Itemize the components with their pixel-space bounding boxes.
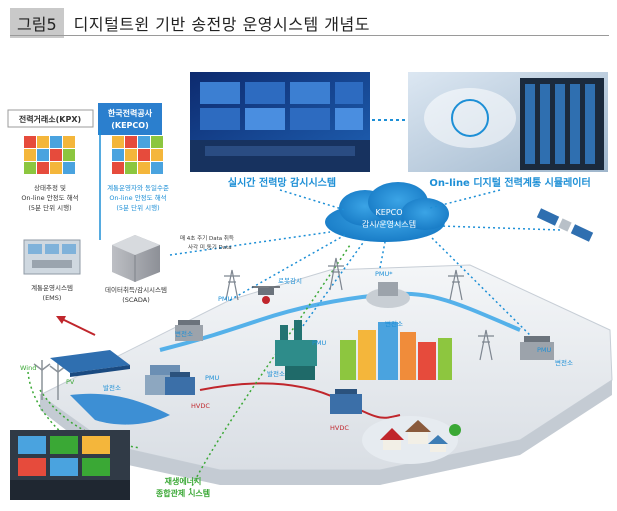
solar-panel-icon (50, 350, 130, 377)
power-plant-icon (275, 320, 317, 380)
monitoring-center-image (190, 72, 370, 172)
kpx-label: 전력거래소(KPX) (19, 114, 81, 124)
city-buildings (340, 322, 452, 380)
substation-label-2: 변전소 (385, 319, 403, 328)
data-note-2: 사각 미 동기 Data (188, 243, 232, 251)
pv-label: PV (66, 378, 75, 386)
figure-title: 그림5 디지털트윈 기반 송전망 운영시스템 개념도 (10, 8, 370, 38)
substation-icon-left (175, 320, 203, 341)
renewable-label-1: 재생에너지 (165, 476, 202, 486)
ems-label-2: (EMS) (43, 294, 62, 302)
figure-label: 그림5 (10, 8, 64, 38)
hvdc-station-icon-right (330, 389, 362, 414)
renewable-control-room-image (10, 430, 130, 500)
red-arrow (59, 317, 96, 336)
substation-label-1: 변전소 (175, 329, 193, 338)
robot-label: 로봇감시 (278, 277, 302, 285)
river (70, 393, 170, 425)
drone-icon (252, 286, 280, 304)
data-note-1: 매 4초 주기 Data 취득 (180, 234, 234, 242)
renewable-label-2: 종합관제 시스템 (156, 488, 210, 498)
substation-label-3: 변전소 (555, 358, 573, 367)
kpx-desc-1: 상태추정 및 (34, 183, 66, 192)
simulator-image (408, 72, 608, 172)
kpx-puzzle-icon (24, 136, 75, 174)
cloud-label-2: 감시/운영시스템 (362, 219, 416, 229)
plant-label-1: 발전소 (267, 369, 285, 378)
kepco-box (98, 103, 162, 135)
pmu-label-1: PMU (218, 295, 233, 303)
renewable-links (27, 244, 351, 491)
simulator-caption: On-line 디지털 전력계통 시뮬레이터 (429, 176, 590, 189)
village-houses (380, 420, 461, 452)
plant-label-2: 발전소 (103, 383, 121, 392)
hvdc-station-icon-left (165, 372, 195, 395)
pmu-label-3: PMU (205, 374, 220, 382)
cloud-links (169, 189, 561, 346)
kepco-cloud (325, 182, 449, 242)
scada-icon (112, 235, 160, 282)
kepco-desc-1: 계통운영자와 동일수준 (107, 183, 169, 192)
figure-title-text: 디지털트윈 기반 송전망 운영시스템 개념도 (73, 15, 370, 34)
substation-icon-right (520, 336, 554, 360)
scada-label-1: 데이터취득/감시시스템 (105, 285, 167, 294)
ground-edge (40, 380, 612, 485)
monitor-caption: 실시간 전력망 감시시스템 (228, 176, 336, 189)
kpx-desc-2: On-line 안정도 해석 (21, 193, 78, 202)
title-rule (10, 35, 609, 36)
kepco-label-2: (KEPCO) (111, 121, 149, 130)
kepco-desc-2: On-line 안정도 해석 (109, 193, 166, 202)
substation-icon-center (366, 282, 410, 308)
hvdc-label-2: HVDC (330, 424, 349, 432)
pmu-star-label: PMU* (375, 270, 393, 278)
kpx-box (7, 109, 94, 128)
transmission-tower-icons (224, 257, 494, 361)
red-arrow-head (56, 316, 66, 324)
hvdc-label-1: HVDC (191, 402, 210, 410)
ems-icon (23, 239, 81, 275)
pmu-label-2: PMU (312, 339, 327, 347)
wind-label: Wind (20, 364, 36, 372)
kpx-desc-3: (5분 단위 시행) (28, 203, 71, 212)
satellite-icon (536, 208, 594, 242)
kepco-label-1: 한국전력공사 (108, 108, 153, 118)
ems-label-1: 계통운영시스템 (31, 283, 73, 292)
kepco-puzzle-icon (112, 136, 163, 174)
transmission-line (159, 291, 521, 352)
scada-label-2: (SCADA) (122, 296, 150, 304)
kepco-desc-3: (5분 단위 시행) (116, 203, 159, 212)
pmu-label-4: PMU (537, 346, 552, 354)
cloud-label-1: KEPCO (375, 208, 402, 217)
